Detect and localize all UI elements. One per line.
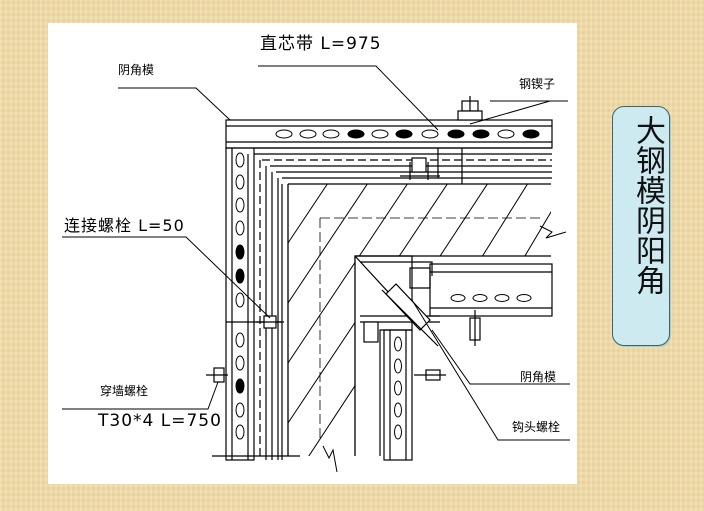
label-hook-bolt: 钩头螺栓 (512, 420, 561, 434)
label-wall-bolt-spec: T30*4 L=750 (98, 411, 222, 431)
leader-lines (62, 65, 570, 441)
steel-wedge-bolt (400, 96, 483, 180)
title-box: 大钢模阴阳角 (612, 106, 670, 346)
concrete-wall (287, 183, 567, 473)
right-formwork (355, 255, 553, 461)
left-bolts (206, 315, 284, 383)
inner-corner-form (354, 255, 481, 381)
label-wall-bolt: 穿墙螺栓 (100, 384, 149, 398)
top-formwork (225, 119, 553, 184)
label-inner-corner-top: 阴角模 (118, 63, 155, 77)
drawing-panel (48, 23, 577, 484)
left-formwork (212, 147, 300, 461)
top-formwork-holes (275, 129, 540, 139)
label-inner-corner-right: 阴角模 (520, 370, 557, 384)
label-connect-bolt: 连接螺栓 L=50 (64, 216, 185, 235)
slide-title: 大钢模阴阳角 (630, 115, 665, 295)
right-formwork-holes (394, 294, 532, 440)
left-formwork-holes (235, 152, 245, 440)
label-straight-belt: 直芯带 L=975 (260, 34, 382, 54)
label-steel-wedge: 钢锲子 (519, 77, 556, 91)
